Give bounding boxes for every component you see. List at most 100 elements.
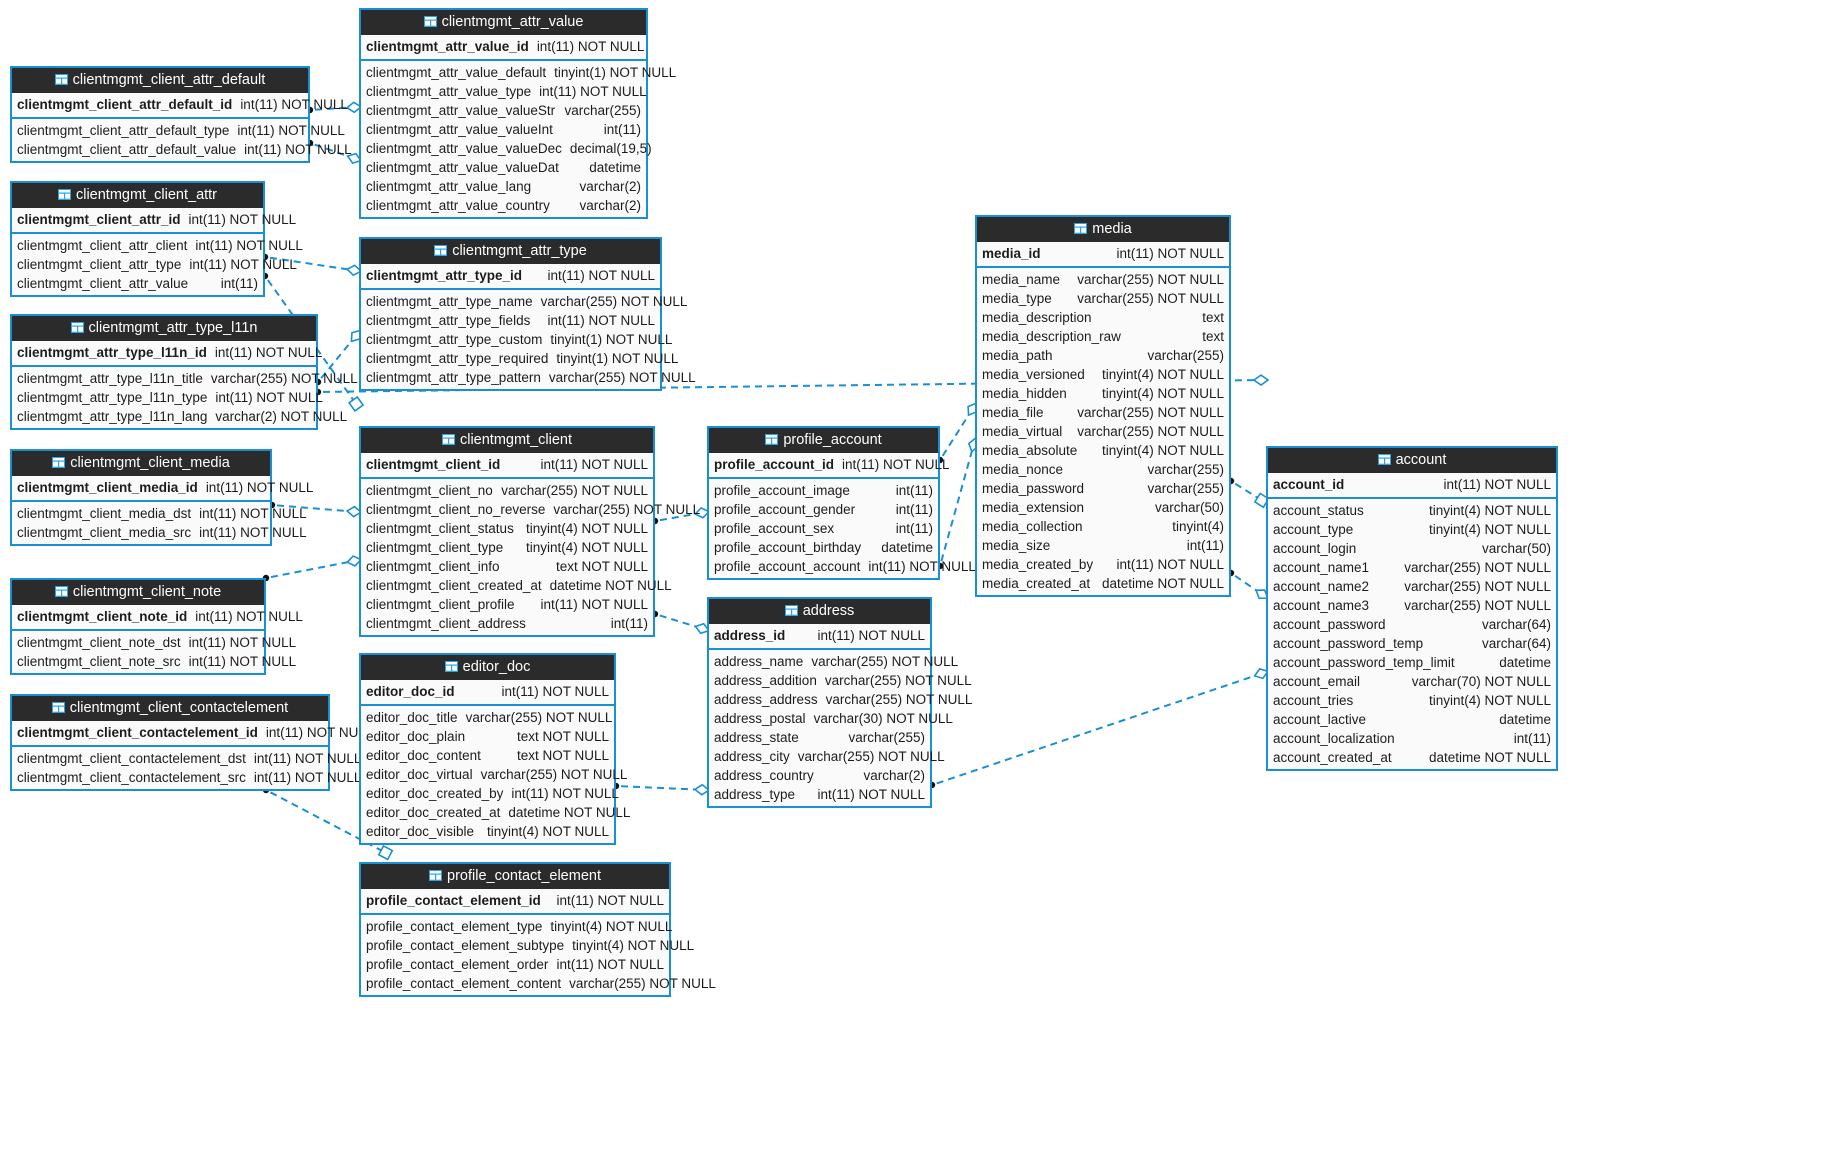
field-row[interactable]: clientmgmt_client_addressint(11)	[361, 614, 653, 633]
field-row[interactable]: address_typeint(11) NOT NULL	[709, 785, 930, 804]
entity-address[interactable]: addressaddress_idint(11) NOT NULLaddress…	[707, 597, 972, 808]
field-row-primary-key[interactable]: address_idint(11) NOT NULL	[709, 624, 930, 648]
field-row[interactable]: profile_account_accountint(11) NOT NULL	[709, 557, 976, 576]
field-row[interactable]: clientmgmt_attr_value_valueStrvarchar(25…	[361, 101, 646, 120]
field-row[interactable]: address_additionvarchar(255) NOT NULL	[709, 671, 972, 690]
field-row[interactable]: clientmgmt_attr_value_typeint(11) NOT NU…	[361, 82, 647, 101]
field-row[interactable]: clientmgmt_client_attr_default_valueint(…	[12, 140, 352, 159]
field-row[interactable]: clientmgmt_attr_value_defaulttinyint(1) …	[361, 63, 676, 82]
field-row[interactable]: media_pathvarchar(255)	[977, 346, 1229, 365]
field-row[interactable]: media_descriptiontext	[977, 308, 1229, 327]
field-row-primary-key[interactable]: profile_contact_element_idint(11) NOT NU…	[361, 889, 669, 913]
field-row[interactable]: clientmgmt_client_novarchar(255) NOT NUL…	[361, 481, 653, 500]
field-row[interactable]: media_namevarchar(255) NOT NULL	[977, 270, 1229, 289]
field-row[interactable]: account_name3varchar(255) NOT NULL	[1268, 596, 1556, 615]
field-row[interactable]: clientmgmt_attr_type_fieldsint(11) NOT N…	[361, 311, 660, 330]
field-row[interactable]: account_typetinyint(4) NOT NULL	[1268, 520, 1556, 539]
field-row[interactable]: clientmgmt_client_attr_default_typeint(1…	[12, 121, 345, 140]
field-row[interactable]: clientmgmt_client_no_reversevarchar(255)…	[361, 500, 700, 519]
entity-clientmgmt_client_attr_default[interactable]: clientmgmt_client_attr_defaultclientmgmt…	[10, 66, 352, 163]
field-row-primary-key[interactable]: editor_doc_idint(11) NOT NULL	[361, 680, 614, 704]
field-row[interactable]: clientmgmt_attr_type_customtinyint(1) NO…	[361, 330, 672, 349]
field-row[interactable]: media_versionedtinyint(4) NOT NULL	[977, 365, 1229, 384]
field-row[interactable]: account_loginvarchar(50)	[1268, 539, 1556, 558]
field-row[interactable]: editor_doc_virtualvarchar(255) NOT NULL	[361, 765, 627, 784]
field-row[interactable]: media_absolutetinyint(4) NOT NULL	[977, 441, 1229, 460]
field-row[interactable]: clientmgmt_attr_value_valueDecdecimal(19…	[361, 139, 652, 158]
entity-clientmgmt_attr_value[interactable]: clientmgmt_attr_valueclientmgmt_attr_val…	[359, 8, 676, 219]
field-row[interactable]: editor_doc_contenttext NOT NULL	[361, 746, 614, 765]
field-row[interactable]: address_namevarchar(255) NOT NULL	[709, 652, 958, 671]
field-row[interactable]: clientmgmt_client_typetinyint(4) NOT NUL…	[361, 538, 653, 557]
field-row[interactable]: clientmgmt_attr_type_l11n_langvarchar(2)…	[12, 407, 347, 426]
field-row[interactable]: address_postalvarchar(30) NOT NULL	[709, 709, 953, 728]
field-row-primary-key[interactable]: clientmgmt_client_media_idint(11) NOT NU…	[12, 476, 313, 500]
field-row[interactable]: media_noncevarchar(255)	[977, 460, 1229, 479]
field-row[interactable]: media_filevarchar(255) NOT NULL	[977, 403, 1229, 422]
field-row[interactable]: clientmgmt_attr_type_l11n_typeint(11) NO…	[12, 388, 323, 407]
field-row-primary-key[interactable]: clientmgmt_attr_type_l11n_idint(11) NOT …	[12, 341, 322, 365]
field-row[interactable]: editor_doc_created_atdatetime NOT NULL	[361, 803, 630, 822]
entity-clientmgmt_client_media[interactable]: clientmgmt_client_mediaclientmgmt_client…	[10, 449, 313, 546]
field-row[interactable]: clientmgmt_client_profileint(11) NOT NUL…	[361, 595, 653, 614]
field-row[interactable]: clientmgmt_client_note_dstint(11) NOT NU…	[12, 633, 296, 652]
field-row[interactable]: account_passwordvarchar(64)	[1268, 615, 1556, 634]
field-row[interactable]: account_localizationint(11)	[1268, 729, 1556, 748]
field-row[interactable]: clientmgmt_attr_value_valueDatdatetime	[361, 158, 646, 177]
entity-profile_contact_element[interactable]: profile_contact_elementprofile_contact_e…	[359, 862, 716, 997]
field-row[interactable]: media_typevarchar(255) NOT NULL	[977, 289, 1229, 308]
entity-media[interactable]: mediamedia_idint(11) NOT NULLmedia_namev…	[975, 215, 1231, 597]
field-row[interactable]: account_emailvarchar(70) NOT NULL	[1268, 672, 1556, 691]
field-row[interactable]: clientmgmt_client_statustinyint(4) NOT N…	[361, 519, 653, 538]
field-row[interactable]: profile_contact_element_orderint(11) NOT…	[361, 955, 669, 974]
entity-clientmgmt_client_attr[interactable]: clientmgmt_client_attrclientmgmt_client_…	[10, 181, 303, 297]
field-row[interactable]: address_countryvarchar(2)	[709, 766, 930, 785]
field-row[interactable]: media_created_byint(11) NOT NULL	[977, 555, 1229, 574]
field-row[interactable]: clientmgmt_attr_type_patternvarchar(255)…	[361, 368, 696, 387]
field-row[interactable]: profile_account_sexint(11)	[709, 519, 938, 538]
field-row[interactable]: editor_doc_plaintext NOT NULL	[361, 727, 614, 746]
field-row-primary-key[interactable]: clientmgmt_client_attr_idint(11) NOT NUL…	[12, 208, 296, 232]
field-row[interactable]: clientmgmt_client_note_srcint(11) NOT NU…	[12, 652, 296, 671]
field-row[interactable]: account_statustinyint(4) NOT NULL	[1268, 501, 1556, 520]
field-row[interactable]: clientmgmt_client_contactelement_dstint(…	[12, 749, 361, 768]
field-row-primary-key[interactable]: profile_account_idint(11) NOT NULL	[709, 453, 950, 477]
field-row[interactable]: account_name2varchar(255) NOT NULL	[1268, 577, 1556, 596]
field-row-primary-key[interactable]: clientmgmt_attr_value_idint(11) NOT NULL	[361, 35, 646, 59]
field-row[interactable]: clientmgmt_attr_type_requiredtinyint(1) …	[361, 349, 678, 368]
field-row[interactable]: clientmgmt_client_attr_typeint(11) NOT N…	[12, 255, 297, 274]
field-row-primary-key[interactable]: account_idint(11) NOT NULL	[1268, 473, 1556, 497]
field-row[interactable]: editor_doc_titlevarchar(255) NOT NULL	[361, 708, 614, 727]
field-row[interactable]: account_password_tempvarchar(64)	[1268, 634, 1556, 653]
field-row[interactable]: media_extensionvarchar(50)	[977, 498, 1229, 517]
field-row[interactable]: address_addressvarchar(255) NOT NULL	[709, 690, 972, 709]
field-row[interactable]: clientmgmt_attr_value_valueIntint(11)	[361, 120, 646, 139]
field-row-primary-key[interactable]: clientmgmt_client_attr_default_idint(11)…	[12, 93, 348, 117]
field-row[interactable]: clientmgmt_client_media_dstint(11) NOT N…	[12, 504, 307, 523]
entity-clientmgmt_client[interactable]: clientmgmt_clientclientmgmt_client_idint…	[359, 426, 700, 637]
field-row[interactable]: editor_doc_created_byint(11) NOT NULL	[361, 784, 619, 803]
field-row[interactable]: media_passwordvarchar(255)	[977, 479, 1229, 498]
field-row[interactable]: profile_account_genderint(11)	[709, 500, 938, 519]
entity-account[interactable]: accountaccount_idint(11) NOT NULLaccount…	[1266, 446, 1558, 771]
field-row-primary-key[interactable]: clientmgmt_client_contactelement_idint(1…	[12, 721, 373, 745]
field-row[interactable]: address_cityvarchar(255) NOT NULL	[709, 747, 945, 766]
field-row[interactable]: media_collectiontinyint(4)	[977, 517, 1229, 536]
field-row[interactable]: account_triestinyint(4) NOT NULL	[1268, 691, 1556, 710]
field-row[interactable]: account_name1varchar(255) NOT NULL	[1268, 558, 1556, 577]
field-row[interactable]: media_virtualvarchar(255) NOT NULL	[977, 422, 1229, 441]
entity-profile_account[interactable]: profile_accountprofile_account_idint(11)…	[707, 426, 976, 580]
field-row[interactable]: profile_account_birthdaydatetime	[709, 538, 938, 557]
field-row[interactable]: profile_contact_element_subtypetinyint(4…	[361, 936, 694, 955]
field-row[interactable]: clientmgmt_client_contactelement_srcint(…	[12, 768, 361, 787]
field-row-primary-key[interactable]: clientmgmt_client_note_idint(11) NOT NUL…	[12, 605, 303, 629]
field-row[interactable]: clientmgmt_client_infotext NOT NULL	[361, 557, 653, 576]
field-row[interactable]: clientmgmt_client_attr_clientint(11) NOT…	[12, 236, 303, 255]
field-row[interactable]: clientmgmt_client_created_atdatetime NOT…	[361, 576, 672, 595]
field-row[interactable]: account_lactivedatetime	[1268, 710, 1556, 729]
field-row[interactable]: account_password_temp_limitdatetime	[1268, 653, 1556, 672]
field-row-primary-key[interactable]: clientmgmt_client_idint(11) NOT NULL	[361, 453, 653, 477]
field-row[interactable]: media_description_rawtext	[977, 327, 1229, 346]
field-row[interactable]: profile_contact_element_typetinyint(4) N…	[361, 917, 672, 936]
field-row[interactable]: account_created_atdatetime NOT NULL	[1268, 748, 1556, 767]
